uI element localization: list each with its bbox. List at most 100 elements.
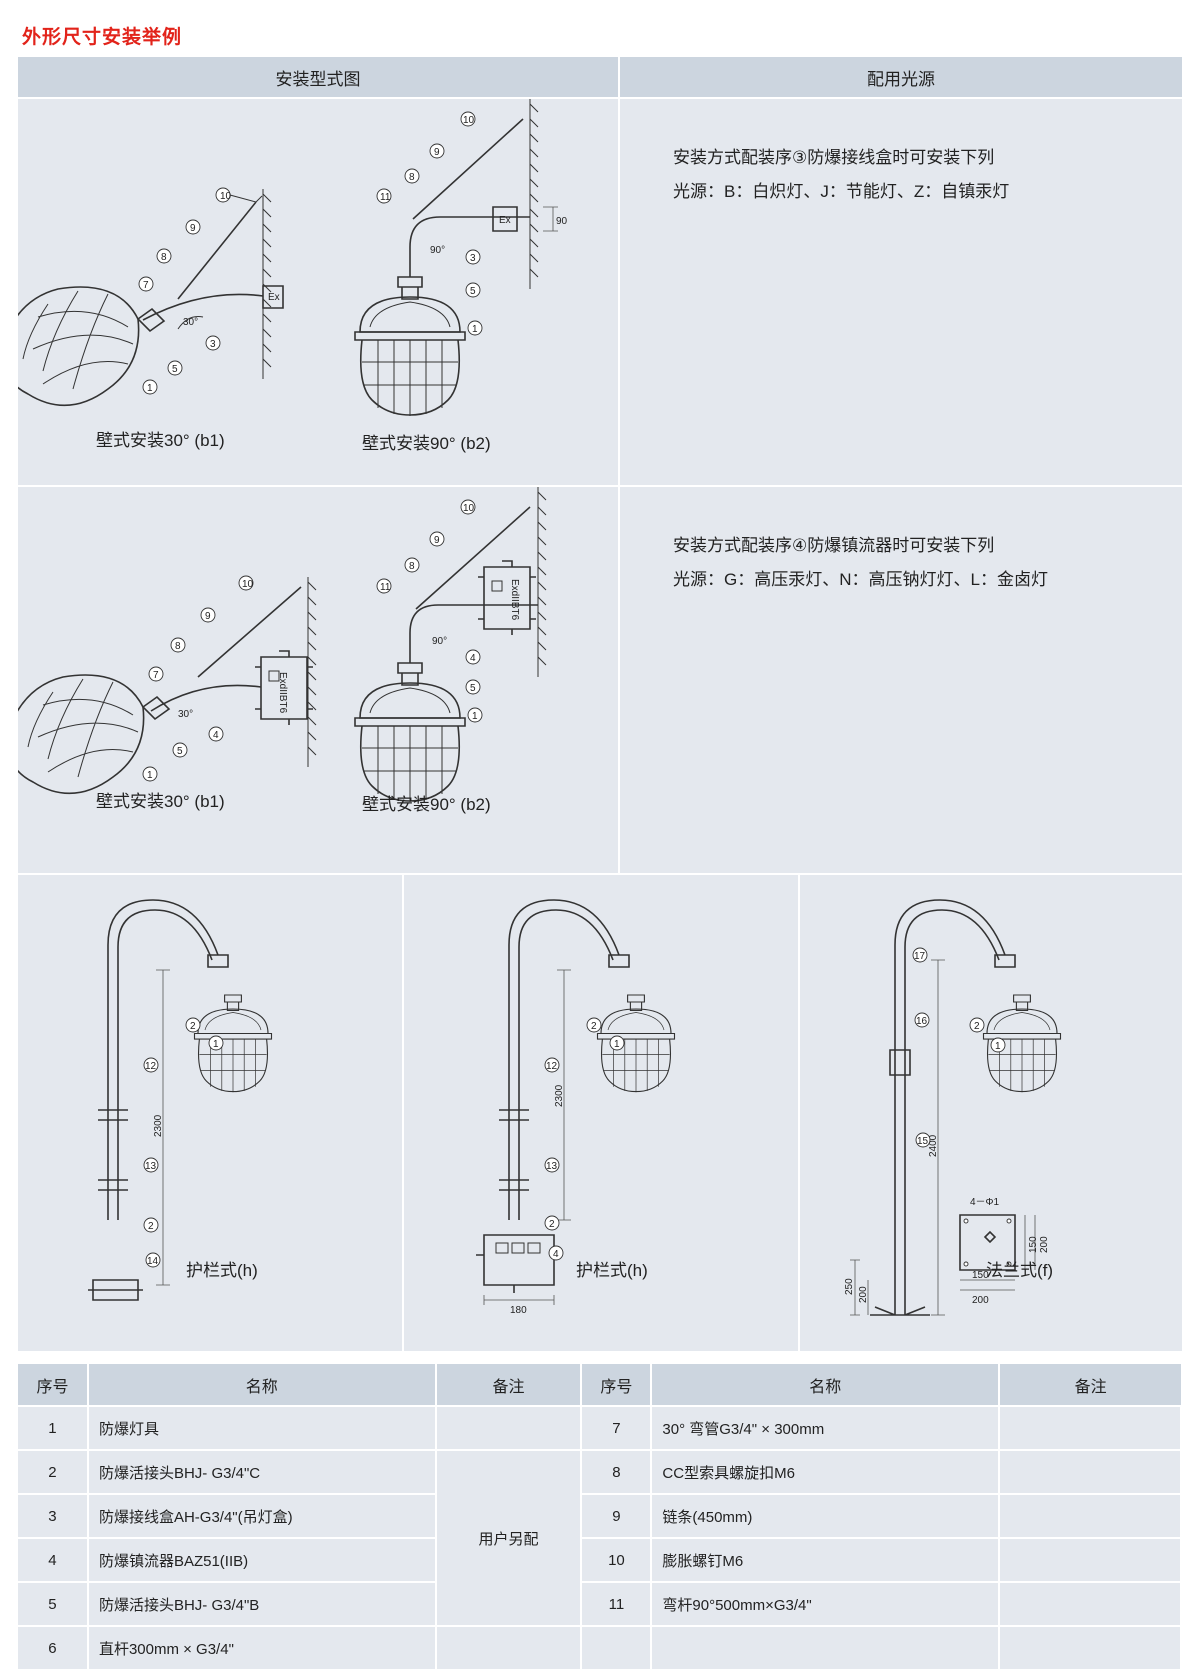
row1-light-source: 安装方式配装序③防爆接线盒时可安装下列 光源：B：白炽灯、J：节能灯、Z：自镇汞…: [620, 99, 1182, 485]
part-no: 8: [581, 1450, 653, 1495]
part-remark: [999, 1494, 1182, 1539]
svg-text:13: 13: [546, 1161, 558, 1172]
svg-text:ExdIIBT6: ExdIIBT6: [277, 672, 288, 714]
guardrail-drawing-1: 2300 2 1 12 13 2 14: [88, 899, 273, 1301]
svg-text:2: 2: [148, 1221, 154, 1232]
row2-figures: 10 9 8 7 ExdIIBT6 30° 5 4 1: [6, 486, 618, 873]
part-no: 4: [18, 1538, 89, 1583]
svg-text:9: 9: [205, 611, 211, 622]
svg-text:3: 3: [210, 339, 216, 350]
svg-text:7: 7: [153, 670, 159, 681]
svg-text:4: 4: [213, 730, 219, 741]
row3-fig2: 2300 180 2 1 12 13 2 4 护栏式(h): [404, 875, 798, 1351]
header-light-source: 配用光源: [620, 57, 1182, 97]
svg-text:1: 1: [147, 770, 153, 781]
part-name: 弯杆90°500mm×G3/4": [651, 1582, 1001, 1627]
part-name: 直杆300mm × G3/4": [87, 1626, 437, 1671]
table-row: 2 防爆活接头BHJ- G3/4"C 用户另配 8 CC型索具螺旋扣M6: [18, 1450, 1182, 1627]
part-name: 防爆活接头BHJ- G3/4"C: [87, 1450, 437, 1495]
svg-text:3: 3: [470, 253, 476, 264]
page-title: 外形尺寸安装举例: [22, 27, 183, 48]
header-install-type: 安装型式图: [18, 57, 618, 97]
svg-text:250: 250: [844, 1278, 855, 1295]
guardrail-drawing-2: 2300 180 2 1 12 13 2 4: [476, 899, 676, 1316]
svg-text:2: 2: [190, 1021, 196, 1032]
svg-text:1: 1: [995, 1041, 1001, 1052]
part-no: [581, 1626, 653, 1671]
part-name: [651, 1626, 1001, 1671]
svg-text:1: 1: [213, 1039, 219, 1050]
svg-text:17: 17: [914, 951, 926, 962]
table-row: 6 直杆300mm × G3/4": [18, 1626, 1182, 1671]
part-no: 7: [581, 1406, 653, 1451]
svg-text:1: 1: [614, 1039, 620, 1050]
row1-note-line1: 安装方式配装序③防爆接线盒时可安装下列: [673, 148, 995, 167]
caption-b2-row2: 壁式安装90° (b2): [362, 795, 491, 814]
svg-text:14: 14: [147, 1256, 159, 1267]
svg-text:150: 150: [1028, 1236, 1039, 1253]
col-remark: 备注: [999, 1364, 1181, 1407]
table-row: 3 防爆接线盒AH-G3/4"(吊灯盒) 9 链条(450mm): [18, 1494, 1182, 1539]
svg-text:90: 90: [556, 216, 568, 227]
svg-text:4－Φ1: 4－Φ1: [970, 1197, 1000, 1208]
row3-fig3: 2400 250 200 4－Φ1 150 200 150 200 2 1 17…: [800, 875, 1182, 1351]
col-no: 序号: [18, 1364, 89, 1407]
svg-text:15: 15: [917, 1136, 929, 1147]
svg-text:1: 1: [472, 324, 478, 335]
svg-text:11: 11: [380, 582, 391, 593]
row2-light-source: 安装方式配装序④防爆镇流器时可安装下列 光源：G：高压汞灯、N：高压钠灯灯、L：…: [620, 487, 1182, 873]
row2-note-line2: 光源：G：高压汞灯、N：高压钠灯灯、L：金卤灯: [673, 570, 1048, 589]
svg-text:1: 1: [147, 383, 153, 394]
part-remark: [435, 1626, 583, 1671]
svg-text:11: 11: [380, 192, 391, 203]
svg-text:12: 12: [145, 1061, 157, 1072]
part-remark: [435, 1406, 583, 1451]
svg-text:9: 9: [434, 147, 440, 158]
parts-table: 序号 名称 备注 序号 名称 备注 1 防爆灯具 7 30° 弯管G3/4" ×…: [18, 1364, 1182, 1671]
part-no: 5: [18, 1582, 89, 1627]
part-remark-merged: 用户另配: [435, 1450, 583, 1627]
caption-b2-row1: 壁式安装90° (b2): [362, 434, 491, 453]
svg-text:200: 200: [1039, 1236, 1050, 1253]
caption-guardrail-1: 护栏式(h): [186, 1261, 258, 1280]
part-name: CC型索具螺旋扣M6: [651, 1450, 1001, 1495]
svg-text:2300: 2300: [153, 1114, 164, 1137]
caption-b1-row2: 壁式安装30° (b1): [96, 792, 225, 811]
wall-mount-drawing-row2: 10 9 8 7 ExdIIBT6 30° 5 4 1: [6, 486, 547, 803]
part-name: 防爆活接头BHJ- G3/4"B: [87, 1582, 437, 1627]
part-remark: [999, 1538, 1182, 1583]
ex-mark: Ex: [268, 292, 280, 303]
svg-text:2400: 2400: [928, 1134, 939, 1157]
part-no: 1: [18, 1406, 89, 1451]
table-row: 4 防爆镇流器BAZ51(IIB) 10 膨胀螺钉M6: [18, 1538, 1182, 1583]
caption-b1-row1: 壁式安装30° (b1): [96, 431, 225, 450]
row3-fig1: 2300 2 1 12 13 2 14 护栏式(h): [18, 875, 402, 1351]
svg-text:180: 180: [510, 1305, 527, 1316]
parts-table-header: 序号 名称 备注 序号 名称 备注: [18, 1364, 1181, 1407]
svg-text:30°: 30°: [178, 709, 193, 720]
part-name: 防爆镇流器BAZ51(IIB): [87, 1538, 437, 1583]
col-no: 序号: [581, 1364, 653, 1407]
col-remark: 备注: [435, 1364, 583, 1407]
row1-note-line2: 光源：B：白炽灯、J：节能灯、Z：自镇汞灯: [673, 182, 1010, 201]
part-no: 3: [18, 1494, 89, 1539]
svg-text:5: 5: [172, 364, 178, 375]
svg-text:2300: 2300: [554, 1084, 565, 1107]
part-no: 6: [18, 1626, 89, 1671]
part-remark: [999, 1626, 1182, 1671]
svg-text:200: 200: [972, 1295, 989, 1306]
svg-text:16: 16: [916, 1016, 928, 1027]
svg-text:200: 200: [858, 1286, 869, 1303]
callout-10: 10: [220, 191, 232, 202]
caption-flange: 法兰式(f): [986, 1261, 1054, 1280]
svg-text:90°: 90°: [432, 636, 447, 647]
part-name: 膨胀螺钉M6: [651, 1538, 1001, 1583]
svg-text:8: 8: [161, 252, 167, 263]
svg-text:13: 13: [145, 1161, 157, 1172]
row1-figures: 10 9 8 7 Ex 30° 5 3 1 10 9 8 11 Ex 90 90…: [1, 98, 618, 485]
svg-text:2: 2: [591, 1021, 597, 1032]
svg-text:Ex: Ex: [499, 215, 511, 226]
part-remark: [999, 1582, 1182, 1627]
part-no: 2: [18, 1450, 89, 1495]
flange-drawing: 2400 250 200 4－Φ1 150 200 150 200 2 1 17…: [844, 899, 1062, 1316]
